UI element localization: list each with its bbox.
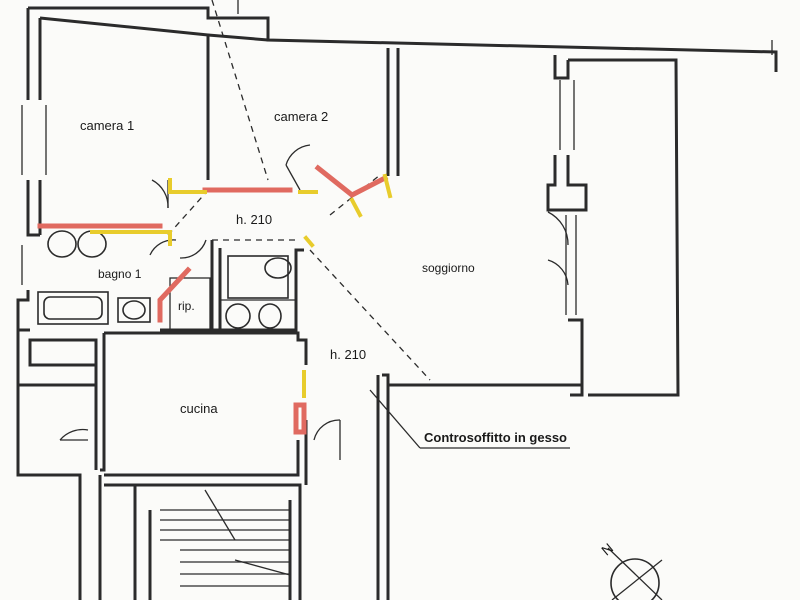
room-label-rip: rip. <box>178 299 195 313</box>
demolition-walls <box>37 164 389 435</box>
outer-walls <box>16 6 778 600</box>
room-label-bagno-1: bagno 1 <box>98 267 142 281</box>
stair-steps <box>160 489 291 587</box>
ceiling-height-corridor: h. 210 <box>236 212 272 227</box>
ceiling-height-entrance: h. 210 <box>330 347 366 362</box>
room-label-camera-1: camera 1 <box>80 118 134 133</box>
doors <box>59 144 569 460</box>
compass-north-label: N <box>598 540 616 559</box>
new-walls <box>90 173 393 398</box>
false-ceiling-lines <box>167 0 431 381</box>
room-label-soggiorno: soggiorno <box>422 261 475 275</box>
room-label-camera-2: camera 2 <box>274 109 328 124</box>
north-compass: N <box>598 540 663 600</box>
room-label-cucina: cucina <box>180 401 218 416</box>
annotation-leader <box>369 389 570 449</box>
annotation-controsoffitto: Controsoffitto in gesso <box>424 430 567 445</box>
room-labels: camera 1 camera 2 bagno 1 rip. soggiorno… <box>80 109 567 445</box>
